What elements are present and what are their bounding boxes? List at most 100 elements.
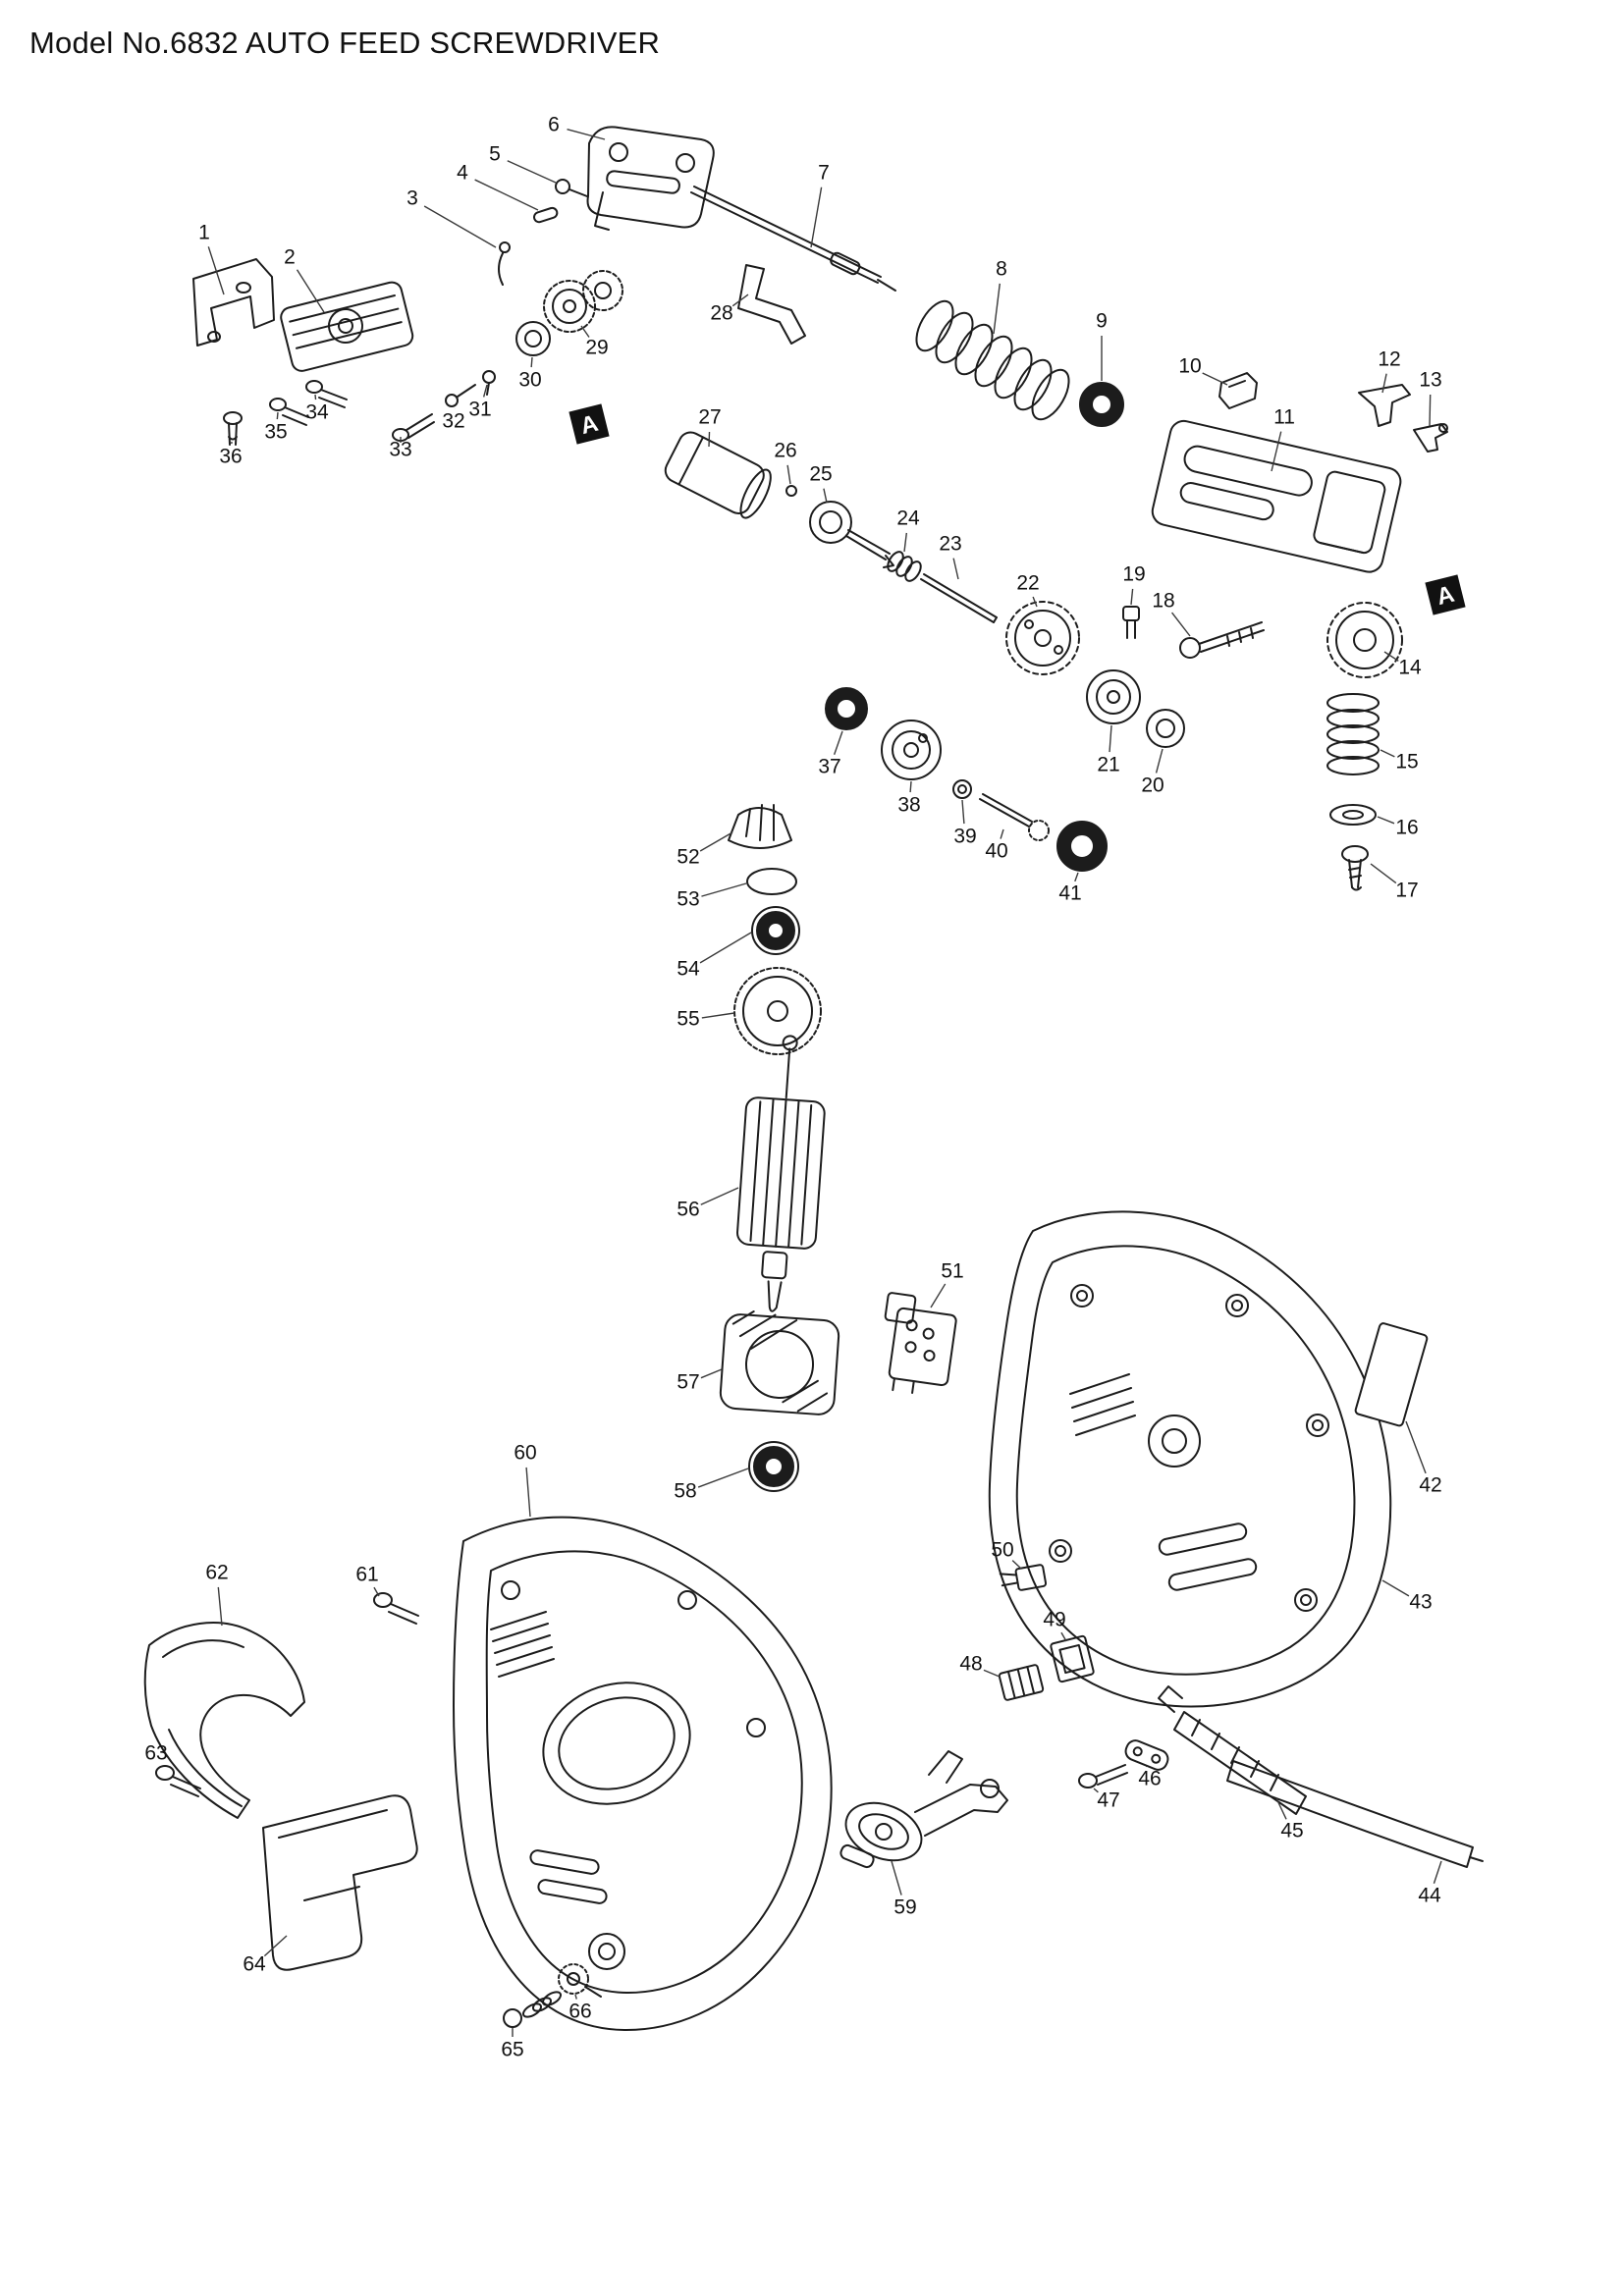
part-label-18: 18: [1152, 590, 1174, 613]
part-label-60: 60: [514, 1442, 536, 1465]
part-54-bearing: [751, 906, 800, 955]
part-49-brush-holder: [1050, 1634, 1095, 1683]
leader-line-28: [731, 294, 749, 307]
part-label-7: 7: [818, 162, 830, 185]
leader-line-64: [263, 1935, 288, 1957]
part-label-26: 26: [774, 440, 796, 462]
part-label-16: 16: [1395, 817, 1418, 839]
leader-line-21: [1109, 724, 1112, 753]
part-1-angle-bracket: [192, 258, 275, 347]
leader-line-34: [314, 394, 317, 400]
part-label-6: 6: [548, 114, 560, 136]
part-label-53: 53: [677, 888, 699, 911]
part-label-9: 9: [1096, 310, 1108, 333]
part-66-sprocket: [558, 1963, 602, 1998]
part-31-pin: [482, 370, 496, 396]
part-label-65: 65: [501, 2039, 523, 2061]
part-label-45: 45: [1280, 1820, 1303, 1842]
part-label-48: 48: [959, 1653, 982, 1676]
part-55-helical-gear: [733, 967, 822, 1055]
part-57-field-stator: [719, 1310, 840, 1415]
part-label-17: 17: [1395, 880, 1418, 902]
part-19-pin: [1122, 606, 1140, 639]
part-36-screw: [223, 411, 243, 446]
part-32-screw: [445, 384, 476, 407]
leader-line-7: [810, 187, 823, 248]
part-label-24: 24: [896, 507, 920, 530]
leader-line-38: [909, 780, 912, 793]
part-label-11: 11: [1273, 406, 1295, 429]
part-label-32: 32: [442, 410, 464, 433]
part-65-screw-spring: [503, 1991, 563, 2028]
part-label-58: 58: [674, 1480, 696, 1503]
part-50-noise-suppressor: [999, 1564, 1048, 1591]
part-label-14: 14: [1398, 657, 1422, 679]
part-43-housing-right: [988, 1210, 1392, 1708]
leader-line-66: [574, 1994, 577, 2000]
leader-line-48: [983, 1669, 1001, 1678]
part-label-35: 35: [264, 421, 287, 444]
part-29-sprocket: [543, 270, 623, 333]
section-marker-A-2: A: [1425, 574, 1466, 615]
leader-line-17: [1370, 863, 1397, 884]
part-label-50: 50: [991, 1539, 1013, 1562]
part-4-pin: [533, 206, 559, 224]
leader-line-57: [700, 1368, 723, 1379]
part-58-bearing: [748, 1441, 799, 1492]
part-21-pulley: [1086, 669, 1141, 724]
part-51-switch: [884, 1292, 957, 1394]
part-drawings: [143, 126, 1484, 2031]
part-label-25: 25: [809, 463, 832, 486]
part-42-nameplate: [1354, 1322, 1429, 1427]
part-label-5: 5: [489, 143, 501, 166]
part-12-lever: [1358, 384, 1411, 427]
leader-line-15: [1380, 749, 1395, 758]
part-48-terminal-block: [998, 1664, 1045, 1701]
part-label-63: 63: [144, 1742, 167, 1765]
part-41-cap: [1056, 821, 1108, 872]
leader-line-58: [697, 1468, 749, 1488]
part-label-37: 37: [818, 756, 840, 778]
leader-line-12: [1381, 373, 1387, 394]
part-27-cylinder: [664, 431, 772, 519]
leader-line-40: [1000, 828, 1004, 839]
part-label-43: 43: [1409, 1591, 1432, 1614]
leader-line-55: [701, 1012, 735, 1019]
leader-line-41: [1074, 872, 1079, 882]
part-label-8: 8: [996, 258, 1007, 281]
leader-line-3: [423, 205, 497, 248]
part-28-guide-plate: [737, 264, 806, 345]
leader-line-51: [930, 1283, 947, 1308]
part-label-64: 64: [243, 1953, 266, 1976]
part-label-27: 27: [698, 406, 721, 429]
part-label-46: 46: [1138, 1768, 1161, 1790]
leader-line-18: [1170, 612, 1191, 637]
part-label-59: 59: [893, 1896, 916, 1919]
part-59-retainer-assembly: [839, 1750, 1008, 1869]
part-label-55: 55: [677, 1008, 699, 1031]
part-15-spring: [1326, 693, 1380, 775]
part-45-cord-guard: [1158, 1685, 1307, 1815]
part-16-washer: [1329, 804, 1377, 826]
leader-line-35: [276, 411, 279, 420]
part-label-61: 61: [355, 1564, 378, 1586]
part-2-gear-housing: [280, 281, 414, 372]
part-label-31: 31: [468, 399, 491, 421]
leader-line-26: [786, 464, 791, 485]
leader-line-53: [701, 882, 747, 897]
part-8-spring: [915, 299, 1070, 421]
part-23-shaft: [920, 573, 998, 623]
part-61-screw: [373, 1592, 419, 1625]
part-30-washer: [515, 321, 551, 356]
leader-line-10: [1202, 372, 1228, 386]
leader-line-52: [699, 831, 733, 852]
leader-line-43: [1381, 1579, 1410, 1597]
leader-line-30: [530, 356, 533, 368]
leader-line-59: [891, 1860, 902, 1896]
part-37-ring: [825, 687, 868, 730]
part-label-38: 38: [897, 794, 920, 817]
leader-line-20: [1155, 748, 1164, 774]
part-9-damper-ring: [1079, 382, 1124, 427]
leader-line-14: [1383, 651, 1399, 662]
